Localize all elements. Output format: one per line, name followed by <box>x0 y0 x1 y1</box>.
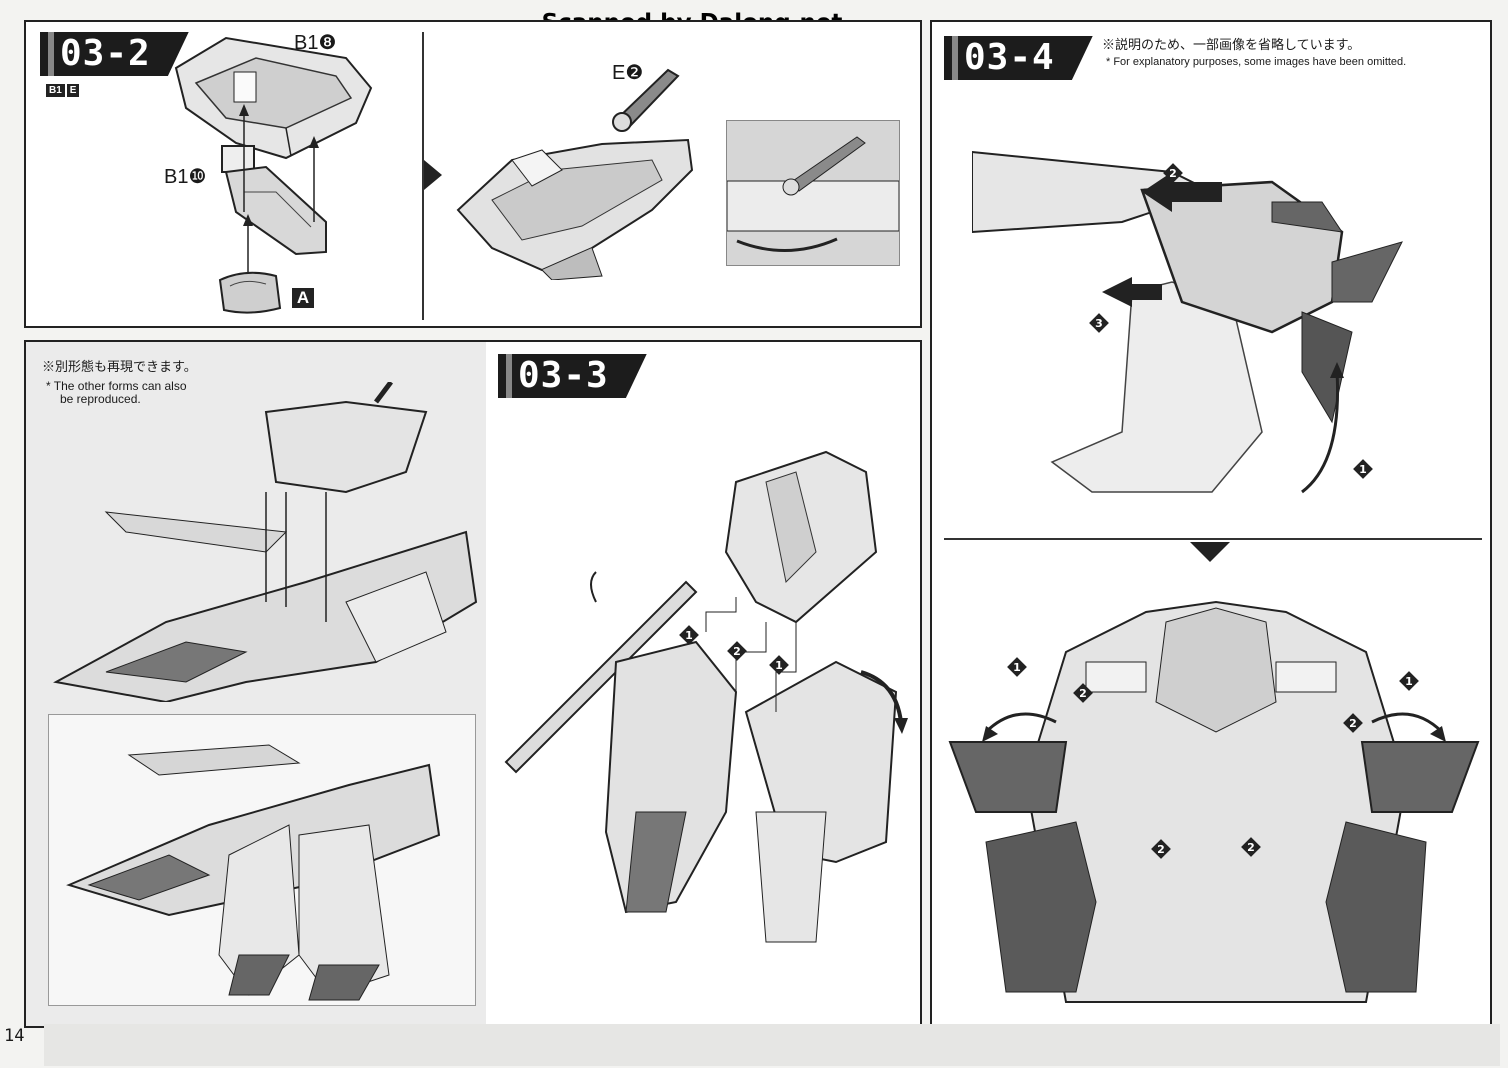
svg-text:1: 1 <box>1359 463 1367 476</box>
step-number-icon-3-2: 2 <box>727 641 747 661</box>
other-forms-note-jp: ※別形態も再現できます。 <box>42 359 197 374</box>
assembled-backpack <box>456 138 694 280</box>
omission-note-jp: ※説明のため、一部画像を省略しています。 <box>1102 37 1361 52</box>
right-triangle-icon <box>424 160 442 190</box>
svg-text:2: 2 <box>1157 843 1165 856</box>
step-number-icon-2a: 2 <box>1163 163 1183 183</box>
panel-step-03-3: ※別形態も再現できます。 * The other forms can also … <box>24 340 922 1028</box>
svg-text:3: 3 <box>1095 317 1103 330</box>
fighter-form-drawing <box>66 744 441 1001</box>
step-number-icon-1c: 1 <box>1399 671 1419 691</box>
svg-text:1: 1 <box>685 629 693 642</box>
fighter-form-inset <box>48 714 476 1006</box>
svg-text:2: 2 <box>1079 687 1087 700</box>
svg-text:2: 2 <box>1247 841 1255 854</box>
part-a-cover <box>218 271 282 314</box>
battroid-backpack-illustration <box>504 450 908 943</box>
step-number-icon-2b: 2 <box>1073 683 1093 703</box>
badge-b1: B1 <box>46 84 65 97</box>
wing-fold-illustration <box>972 150 1403 494</box>
omission-note-en: * For explanatory purposes, some images … <box>1106 56 1407 68</box>
svg-text:2: 2 <box>1169 167 1177 180</box>
step-number-icon-3: 3 <box>1089 313 1109 333</box>
step-number-icon-2c: 2 <box>1343 713 1363 733</box>
label-b1-8: B1❽ <box>294 32 337 54</box>
other-forms-note-en-2: be reproduced. <box>60 392 141 406</box>
step-number-icon-1a: 1 <box>1353 459 1373 479</box>
step-number-icon-3-1b: 1 <box>769 655 789 675</box>
section-divider <box>944 538 1482 540</box>
detail-inset <box>726 120 900 266</box>
part-e2-antenna <box>612 68 680 132</box>
step-number-icon-2d: 2 <box>1151 839 1171 859</box>
svg-text:1: 1 <box>1013 661 1021 674</box>
detail-inset-drawing <box>727 136 899 253</box>
assembly-arrows <box>239 104 319 277</box>
label-b1-10: B1❿ <box>164 166 207 188</box>
step-number-icon-2e: 2 <box>1241 837 1261 857</box>
gerwalk-backpack-illustration <box>53 382 478 702</box>
step-divider <box>422 32 424 320</box>
svg-text:1: 1 <box>775 659 783 672</box>
svg-text:2: 2 <box>1349 717 1357 730</box>
step-number-icon-3-1a: 1 <box>679 625 699 645</box>
step-tag-03-3: 03-3 <box>498 354 647 398</box>
step-tag-03-2: 03-2 <box>40 32 189 76</box>
label-part-a: A <box>292 288 314 308</box>
svg-text:2: 2 <box>733 645 741 658</box>
label-e2: E❷ <box>612 62 644 84</box>
backpack-frame-part <box>221 145 327 256</box>
badge-e: E <box>66 84 80 97</box>
backpack-upper-part <box>174 36 373 160</box>
step-tag-03-4: 03-4 <box>944 36 1093 80</box>
down-triangle-icon <box>1190 542 1230 562</box>
step-number-icon-1b: 1 <box>1007 657 1027 677</box>
rear-view-illustration <box>948 600 1480 1003</box>
panel-step-03-4: 03-4 ※説明のため、一部画像を省略しています。 * For explanat… <box>930 20 1492 1028</box>
other-forms-note-en-1: * The other forms can also <box>46 379 187 393</box>
svg-text:1: 1 <box>1405 675 1413 688</box>
page-footer-bar <box>44 1024 1500 1066</box>
page-number: 14 <box>4 1026 25 1046</box>
